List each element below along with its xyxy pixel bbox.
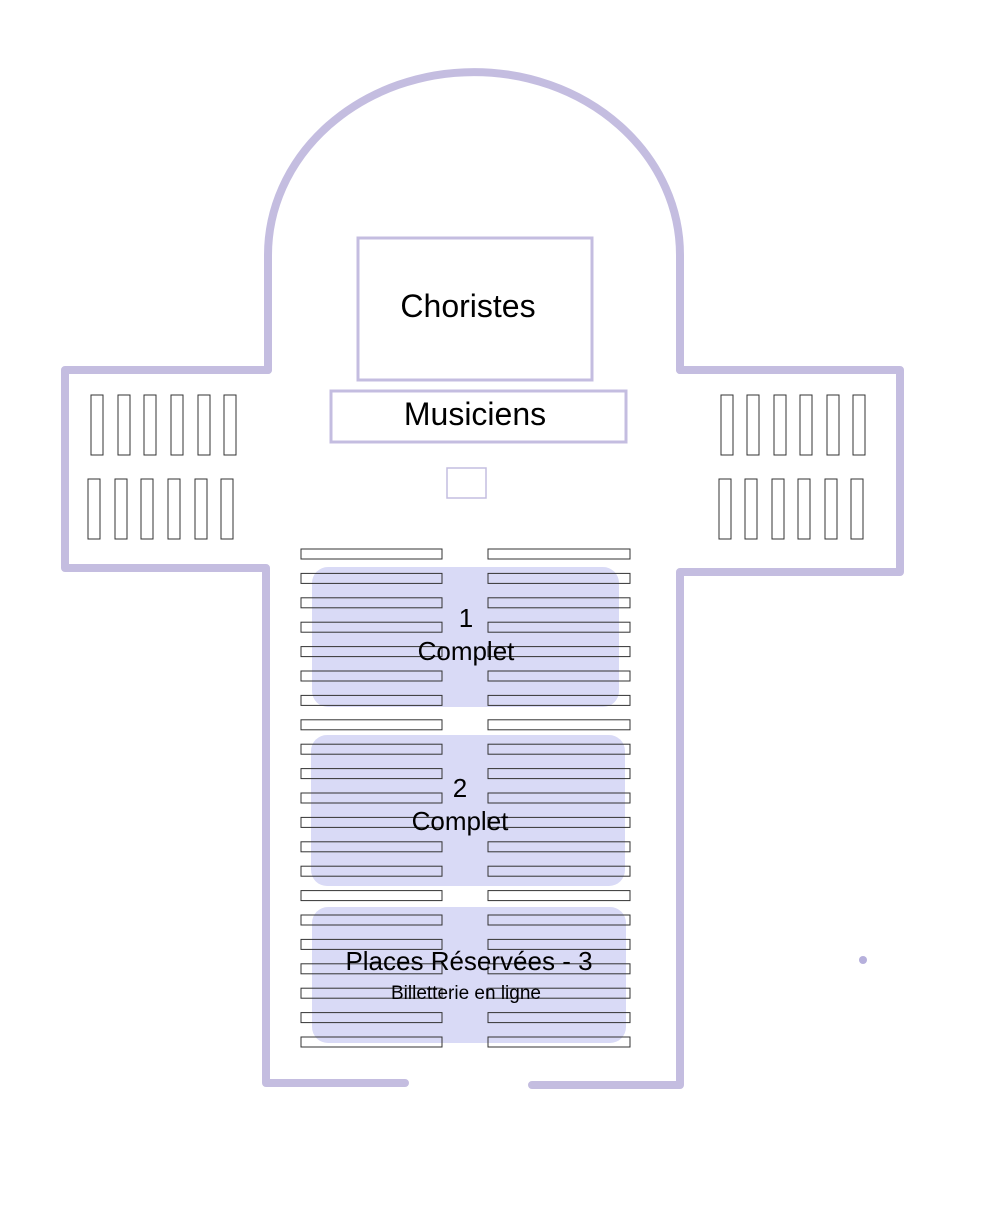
bench [300, 890, 443, 902]
bench [167, 478, 181, 540]
bench [300, 938, 443, 950]
bench [300, 743, 443, 755]
bench [300, 548, 443, 560]
altar [446, 467, 487, 499]
bench [300, 719, 443, 731]
right-transept-wall [528, 366, 904, 1089]
church-walls [61, 68, 904, 1089]
bench [720, 394, 734, 456]
bench [744, 478, 758, 540]
bench [300, 816, 443, 828]
bench [487, 792, 631, 804]
bench [300, 768, 443, 780]
bench [487, 621, 631, 633]
bench [487, 1012, 631, 1024]
bench [300, 914, 443, 926]
bench [300, 792, 443, 804]
seating-zones [311, 567, 626, 1043]
bench [143, 394, 157, 456]
bench [300, 987, 443, 999]
bench [300, 865, 443, 877]
bench [718, 478, 732, 540]
bench [487, 841, 631, 853]
zone-1[interactable] [312, 567, 619, 707]
bench [487, 816, 631, 828]
zone-3-title: Places Réservées - 3 [345, 946, 592, 976]
bench [487, 694, 631, 706]
bench [487, 890, 631, 902]
bench [223, 394, 237, 456]
bench [487, 914, 631, 926]
zone-1-title: 1 [459, 603, 473, 633]
bench [300, 1012, 443, 1024]
bench [487, 670, 631, 682]
bench [117, 394, 131, 456]
bench [300, 597, 443, 609]
bench [300, 841, 443, 853]
bench [300, 670, 443, 682]
bench [194, 478, 208, 540]
zone-labels: 1 Complet 2 Complet Places Réservées - 3… [345, 603, 592, 1004]
bench [220, 478, 234, 540]
left-transept-wall [61, 366, 409, 1087]
bench [850, 478, 864, 540]
bench [487, 963, 631, 975]
bench [487, 597, 631, 609]
choir-label: Choristes [400, 288, 535, 324]
bench [746, 394, 760, 456]
bench [487, 572, 631, 584]
choir-box [356, 236, 594, 382]
bench [140, 478, 154, 540]
zone-3[interactable] [312, 907, 626, 1043]
zone-1-status: Complet [418, 636, 516, 666]
bench [300, 963, 443, 975]
zone-2[interactable] [311, 735, 625, 886]
bench [852, 394, 866, 456]
marker-dot [859, 956, 867, 964]
bench [773, 394, 787, 456]
bench [487, 938, 631, 950]
bench [797, 478, 811, 540]
bench [87, 478, 101, 540]
bench [487, 1036, 631, 1048]
zone-3-status: Billetterie en ligne [391, 983, 541, 1004]
bench [487, 768, 631, 780]
bench [90, 394, 104, 456]
bench [114, 478, 128, 540]
bench [771, 478, 785, 540]
bench [487, 548, 631, 560]
bench [170, 394, 184, 456]
musicians-box [329, 389, 628, 444]
transept-benches [87, 394, 866, 540]
apse-wall [264, 68, 684, 374]
bench [824, 478, 838, 540]
bench [300, 621, 443, 633]
bench [487, 987, 631, 999]
bench [826, 394, 840, 456]
bench [487, 865, 631, 877]
bench [799, 394, 813, 456]
musicians-label: Musiciens [404, 396, 546, 432]
bench [300, 572, 443, 584]
nave-benches [300, 548, 631, 1048]
bench [487, 719, 631, 731]
bench [300, 694, 443, 706]
bench [300, 646, 443, 658]
bench [300, 1036, 443, 1048]
zone-2-title: 2 [453, 773, 467, 803]
bench [487, 743, 631, 755]
bench [487, 646, 631, 658]
zone-2-status: Complet [412, 806, 510, 836]
bench [197, 394, 211, 456]
